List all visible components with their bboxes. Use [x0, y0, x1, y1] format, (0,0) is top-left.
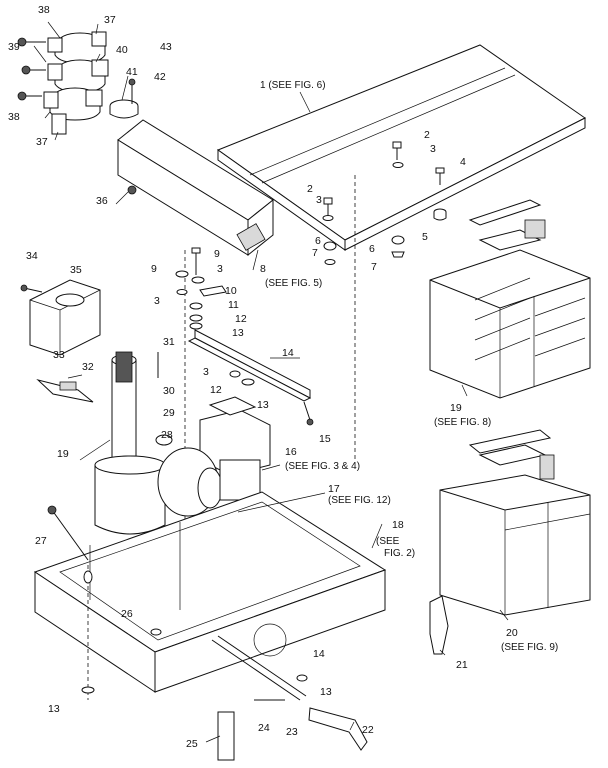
- part-callout-p16: 16: [285, 446, 297, 458]
- part-callout-p7b: 7: [371, 261, 377, 273]
- part-callout-p24: 24: [258, 722, 270, 734]
- part-callout-p15: 15: [319, 433, 331, 445]
- part-callout-p12b: 12: [210, 384, 222, 396]
- part-callout-p31: 31: [163, 336, 175, 348]
- part-callout-p14: 14: [282, 347, 294, 359]
- part-callout-p19b: 19: [450, 402, 462, 414]
- part-callout-p29: 29: [163, 407, 175, 419]
- part-callout-p3c: 3: [217, 263, 223, 275]
- part-callout-p19cap: (SEE FIG. 8): [434, 417, 492, 428]
- part-callout-p32: 32: [82, 361, 94, 373]
- part-callout-p42: 42: [154, 71, 166, 83]
- part-callout-p2b: 2: [307, 183, 313, 195]
- part-callout-p16cap: (SEE FIG. 3 & 4): [285, 461, 361, 472]
- base-hardware: [47, 505, 308, 700]
- part-callout-p38b: 38: [8, 111, 20, 123]
- part-callout-p6b: 6: [369, 243, 375, 255]
- part-callout-p38a: 38: [38, 4, 50, 16]
- part-callout-p8: 8: [260, 263, 266, 275]
- part-callout-p11: 11: [228, 299, 239, 311]
- part-callout-p17cap: (SEE FIG. 12): [328, 495, 391, 506]
- part-callout-p25: 25: [186, 738, 198, 750]
- part-callout-p20: 20: [506, 627, 518, 639]
- part-callout-p18cap1: (SEE: [376, 536, 400, 547]
- part-callout-p14b: 14: [313, 648, 325, 660]
- part-callout-p1: 1 (SEE FIG. 6): [260, 80, 326, 91]
- part-callout-p17: 17: [328, 483, 340, 495]
- part-callout-p10: 10: [225, 285, 237, 297]
- part-callout-p18: 18: [392, 519, 404, 531]
- part-callout-p13b: 13: [257, 399, 269, 411]
- column-support: [20, 279, 101, 356]
- part-callout-p33: 33: [53, 349, 65, 361]
- part-callout-p3a: 3: [430, 143, 436, 155]
- part-callout-p37a: 37: [104, 14, 116, 26]
- part-callout-p22: 22: [362, 724, 374, 736]
- part-callout-p23: 23: [286, 726, 298, 738]
- part-callout-p5: 5: [422, 231, 428, 243]
- cabinet-20: [439, 429, 591, 616]
- table-hardware: [322, 141, 447, 265]
- part-callout-p21: 21: [456, 659, 468, 671]
- part-callout-p9b: 9: [151, 263, 157, 275]
- part-callout-p8cap: (SEE FIG. 5): [265, 278, 323, 289]
- part-callout-p13d: 13: [320, 686, 332, 698]
- support-bar: [187, 329, 314, 426]
- radial-arm: [117, 119, 274, 257]
- base-frame: [33, 491, 387, 701]
- part-callout-p39: 39: [8, 41, 20, 53]
- part-callout-p30: 30: [163, 385, 175, 397]
- handles-and-legs: [217, 595, 449, 761]
- part-callout-p19a: 19: [57, 448, 69, 460]
- part-callout-p3d: 3: [154, 295, 160, 307]
- part-callout-p41: 41: [126, 66, 138, 78]
- part-callout-p34: 34: [26, 250, 38, 262]
- column-clamp-assembly: [17, 31, 139, 135]
- part-callout-p7a: 7: [312, 247, 318, 259]
- part-callout-p18cap2: FIG. 2): [384, 548, 416, 559]
- part-callout-p35: 35: [70, 264, 82, 276]
- column-assembly: [36, 351, 173, 535]
- part-callout-p2a: 2: [424, 129, 430, 141]
- part-callout-p20cap: (SEE FIG. 9): [501, 642, 559, 653]
- part-callout-p9a: 9: [214, 248, 220, 260]
- part-callout-p37b: 37: [36, 136, 48, 148]
- part-callout-p3b: 3: [316, 194, 322, 206]
- part-callout-p40: 40: [116, 44, 128, 56]
- part-callout-p27: 27: [35, 535, 47, 547]
- carriage-motor: [157, 396, 271, 543]
- cabinet-19: [429, 199, 591, 399]
- part-callout-p13a: 13: [232, 327, 244, 339]
- part-callout-p26: 26: [121, 608, 133, 620]
- part-callout-p4: 4: [460, 156, 466, 168]
- leader-lines: [33, 21, 509, 743]
- part-callout-p3e: 3: [203, 366, 209, 378]
- part-callout-p6a: 6: [315, 235, 321, 247]
- part-callout-p13c: 13: [48, 703, 60, 715]
- part-callout-p36: 36: [96, 195, 108, 207]
- part-callout-p28: 28: [161, 429, 173, 441]
- part-callout-p43: 43: [160, 41, 172, 53]
- part-callout-p12a: 12: [235, 313, 247, 325]
